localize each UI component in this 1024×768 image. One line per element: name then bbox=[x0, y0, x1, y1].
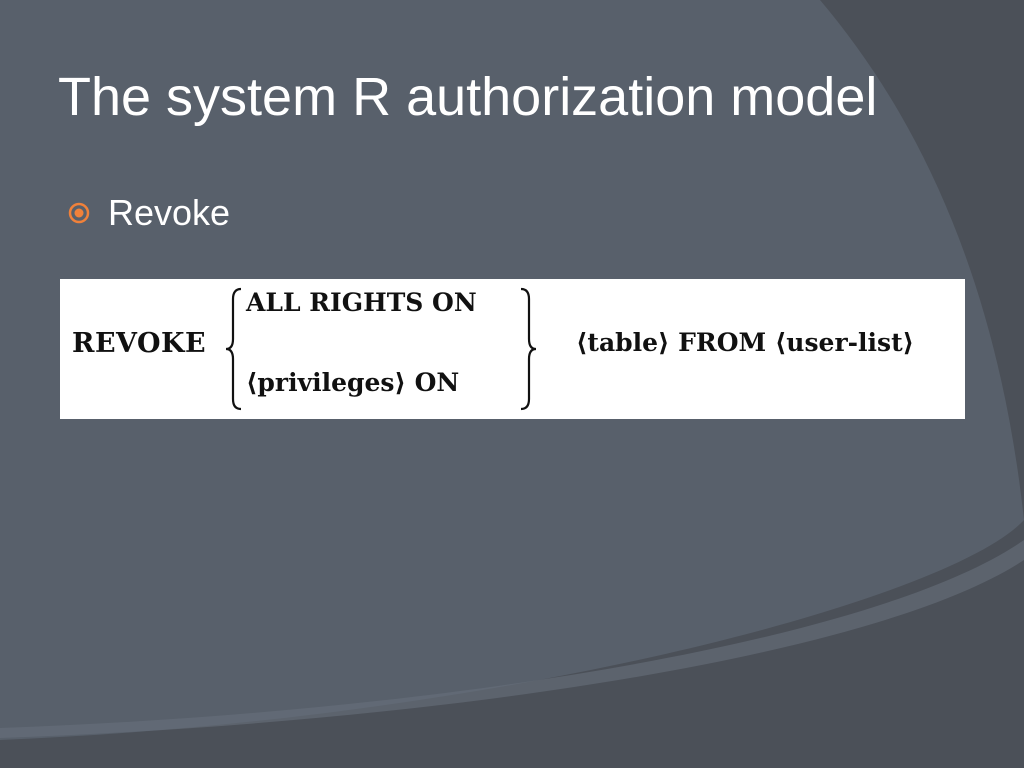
circle-bullet-icon bbox=[68, 202, 90, 224]
revoke-keyword: REVOKE bbox=[72, 328, 207, 359]
revoke-syntax-figure: REVOKE ALL RIGHTS ON ⟨privileges⟩ ON ⟨ta… bbox=[60, 279, 965, 419]
bullet-item: Revoke bbox=[68, 190, 230, 236]
slide-title: The system R authorization model bbox=[58, 67, 878, 127]
right-brace-icon bbox=[520, 287, 537, 411]
alternative-privileges: ⟨privileges⟩ ON bbox=[246, 368, 460, 397]
table-from-user-list: ⟨table⟩ FROM ⟨user-list⟩ bbox=[576, 328, 915, 357]
left-brace-icon bbox=[225, 287, 242, 411]
alternative-all-rights: ALL RIGHTS ON bbox=[246, 288, 477, 317]
bullet-text: Revoke bbox=[108, 192, 231, 233]
